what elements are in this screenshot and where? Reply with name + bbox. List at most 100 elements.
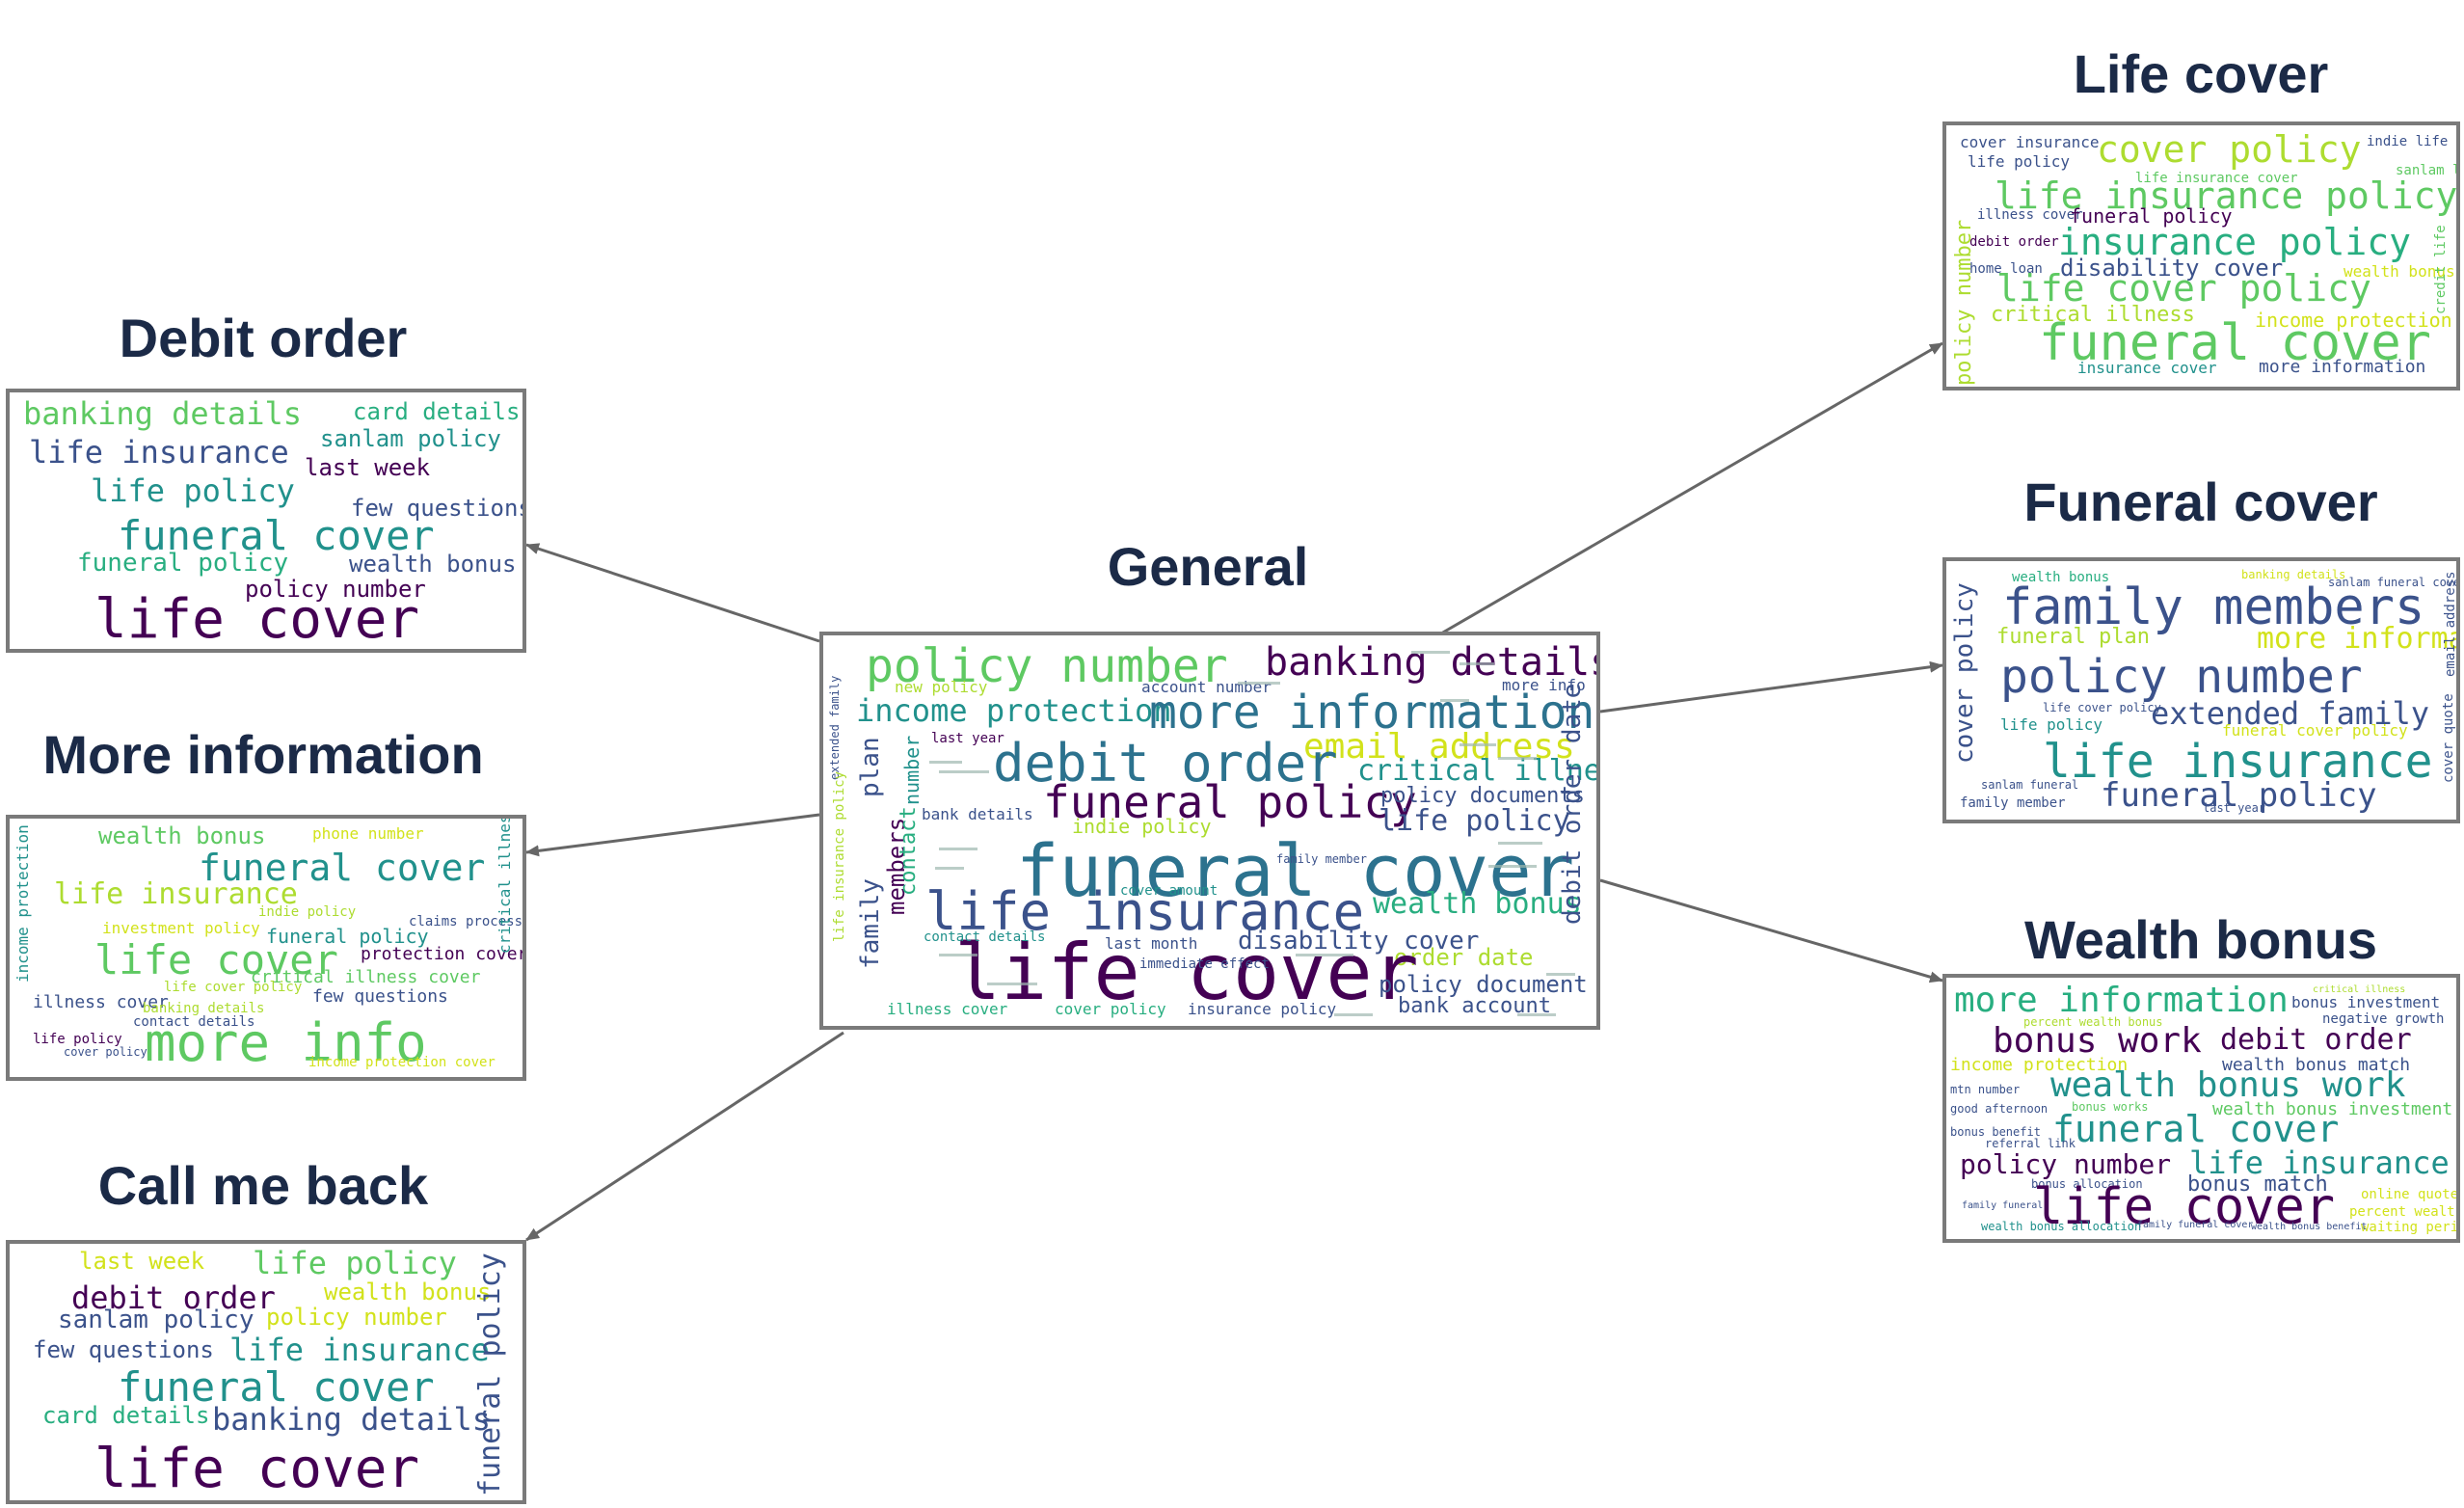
cloud-word: funeral policy [2101,776,2377,815]
cloud-word: life cover [94,936,338,983]
cloud-word: few questions [351,495,526,522]
cloud-word: insurance cover [2077,359,2217,377]
cloud-word: life insurance [54,877,298,911]
cloud-word: negative growth [2322,1011,2445,1027]
cloud-word: cover policy [1055,1000,1166,1018]
cloud-word: life cover policy [2043,701,2161,714]
wordcloud-wealth-bonus: more information bonus investment percen… [1942,974,2460,1243]
cloud-word: illness cover [33,992,169,1012]
cloud-word: banking details [1265,640,1600,685]
cloud-word: more information [2259,357,2426,377]
cloud-word: banking details [212,1401,491,1438]
cloud-word: funeral cover [199,847,486,889]
cloud-word: card details [353,398,521,425]
cloud-word: life cover [2033,1178,2336,1236]
cloud-word: banking details [23,395,302,432]
cloud-word: wealth bonus [324,1279,492,1306]
tiny-words-texture [929,651,1575,1016]
cloud-word: credit life [2433,225,2449,314]
cloud-word: funeral policy [1043,776,1417,828]
cloud-word: wealth bonus [2343,262,2455,281]
cloud-word: contact details [924,929,1046,945]
cloud-word: life insurance [229,1332,490,1368]
cloud-word: cover policy [1950,582,1979,764]
arrow-to-call-me-back [525,1031,844,1242]
title-debit-order: Debit order [119,308,408,368]
cloud-word: policy number [245,576,426,603]
cloud-word: extended family [2151,695,2429,732]
cloud-word: family member [1960,795,2066,811]
cloud-word: funeral policy [77,549,289,578]
cloud-word: card details [42,1402,210,1429]
cloud-word: funeral cover [1016,830,1575,913]
cloud-word: last week [305,454,431,481]
cloud-word: cover policy [64,1045,147,1059]
arrow-to-more-information [525,813,820,857]
cloud-word: funeral cover [2052,1108,2340,1150]
cloud-word: sanlam life [2396,163,2460,178]
cloud-word: income protection [856,692,1172,729]
cloud-word: life insurance [2189,1144,2450,1181]
cloud-word: home loan [1969,261,2043,277]
wordcloud-more-information: wealth bonus phone number funeral cover … [6,815,526,1081]
cloud-word: wealth bonus [349,551,517,578]
cloud-word: life insurance [925,881,1365,942]
cloud-word: life cover policy [1996,267,2371,310]
cloud-word: cover quote [2441,693,2456,783]
cloud-word: phone number [312,824,424,843]
cloud-word: sanlam policy [58,1306,254,1334]
cloud-word: wealth bonus [1373,887,1582,921]
cloud-word: last week [79,1248,205,1275]
cloud-word: claims process [409,914,523,929]
wordcloud-life-cover: cover insurance cover policy indie life … [1942,121,2460,390]
cloud-word: indie policy [258,904,357,920]
title-wealth-bonus: Wealth bonus [2023,909,2378,970]
cloud-word: banking details [143,1001,265,1016]
cloud-word: life policy [33,1032,122,1047]
wordcloud-call-me-back: last week life policy debit order wealth… [6,1240,526,1504]
cloud-word: insurance policy [2058,221,2412,263]
cloud-word: cover amount [1120,883,1219,899]
cloud-word: wealth bonus [98,822,266,849]
cloud-word: family funeral cover [2137,1220,2254,1230]
cloud-word: wealth bonus allocation [1981,1220,2142,1233]
cloud-word: protection cover [361,944,526,964]
cloud-word: funeral cover [2039,314,2431,372]
cloud-word: life insurance [2043,735,2433,789]
cloud-word: illness cover [887,1000,1008,1018]
cloud-word: more info [145,1012,427,1073]
cloud-word: percent wealth [2349,1204,2460,1220]
arrow-to-debit-order [525,543,820,643]
cloud-word: banking details [2241,568,2346,581]
cloud-word: debit order [2220,1023,2412,1057]
cloud-word: critical illness [1991,303,2195,327]
cloud-word: funeral plan [1996,625,2150,649]
cloud-word: illness cover [1977,207,2083,223]
cloud-word: family members [2002,579,2425,636]
cloud-word: debit order [993,733,1338,794]
cloud-word: insurance policy [1188,1000,1337,1018]
cloud-word: more information [1954,981,2289,1020]
cloud-word: more info [1502,676,1586,694]
cloud-word: mtn number [1950,1083,2021,1096]
cloud-word: family funeral [1962,1200,2044,1211]
cloud-word: income protection [1950,1055,2129,1075]
cloud-word: indie policy [1072,815,1212,838]
cloud-word: life cover policy [164,980,303,995]
cloud-word: wealth bonus investment [2212,1099,2453,1119]
cloud-word: few questions [312,986,448,1007]
cloud-word: sanlam funeral [1981,778,2079,792]
cloud-word: funeral cover [118,1363,435,1411]
cloud-word: income protection [2255,309,2452,332]
cloud-word: more information [1149,686,1595,740]
cloud-word: funeral policy [2070,204,2233,228]
cloud-word: last year [2203,801,2266,815]
cloud-word: life policy [1968,152,2070,171]
title-call-me-back: Call me back [97,1155,429,1216]
cloud-word: debit order [71,1279,276,1316]
cloud-word: critical illness cover [251,967,481,987]
cloud-word: policy number [2000,650,2363,704]
cloud-word: life insurance [29,434,289,471]
cloud-word: life policy [1379,804,1570,838]
